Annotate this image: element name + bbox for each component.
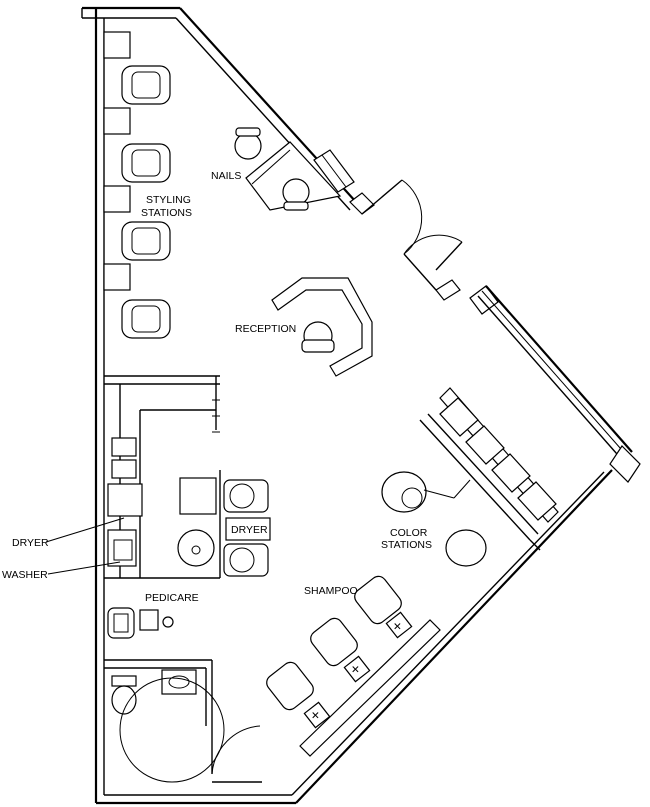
basin-mark: ✕ bbox=[351, 664, 360, 676]
shampoo-area: ✕ ✕ ✕ bbox=[266, 575, 441, 757]
nails-label: NAILS bbox=[211, 170, 241, 182]
callout-leaders bbox=[45, 517, 125, 575]
color-station-seat bbox=[439, 397, 479, 437]
styling-chair bbox=[121, 143, 171, 183]
shampoo-chair: ✕ bbox=[354, 575, 413, 639]
dryer-chair bbox=[223, 543, 269, 577]
reception-label: RECEPTION bbox=[235, 323, 296, 335]
styling-chair bbox=[121, 299, 171, 339]
entry-door[interactable] bbox=[361, 179, 463, 291]
color-stations bbox=[381, 387, 559, 567]
shampoo-chair: ✕ bbox=[310, 617, 371, 683]
dryer-chair bbox=[223, 479, 269, 513]
dryer-callout-label: DRYER bbox=[12, 537, 49, 549]
color-label-line1: COLOR bbox=[390, 527, 428, 539]
reception-desk bbox=[271, 277, 373, 377]
pedicare-label: PEDICARE bbox=[145, 592, 199, 604]
color-station-seat bbox=[465, 425, 505, 465]
restroom bbox=[104, 659, 262, 783]
shampoo-label: SHAMPOO bbox=[304, 585, 358, 597]
dryer-chairs bbox=[223, 479, 271, 577]
dryer-box-label: DRYER bbox=[231, 524, 268, 536]
nail-chair bbox=[282, 178, 310, 211]
basin-mark: ✕ bbox=[393, 621, 402, 633]
exterior-walls bbox=[81, 6, 613, 805]
color-label-line2: STATIONS bbox=[381, 539, 432, 551]
color-chair bbox=[445, 529, 487, 567]
washer-callout-label: WASHER bbox=[2, 569, 48, 581]
pedicare-station bbox=[107, 607, 174, 639]
styling-stations bbox=[103, 31, 171, 339]
styling-chair bbox=[121, 65, 171, 105]
basin-mark: ✕ bbox=[311, 710, 320, 722]
laundry-room bbox=[104, 375, 221, 579]
reception-chair bbox=[301, 321, 335, 353]
shampoo-chair: ✕ bbox=[266, 661, 331, 729]
styling-label-line1: STYLING bbox=[146, 194, 191, 206]
color-chair bbox=[381, 471, 471, 513]
nails-area bbox=[234, 127, 342, 211]
color-station-seat bbox=[491, 453, 531, 493]
styling-chair bbox=[121, 221, 171, 261]
color-station-seat bbox=[517, 481, 557, 521]
nail-chair bbox=[234, 127, 262, 160]
storefront-windows bbox=[313, 149, 641, 483]
styling-label-line2: STATIONS bbox=[141, 207, 192, 219]
